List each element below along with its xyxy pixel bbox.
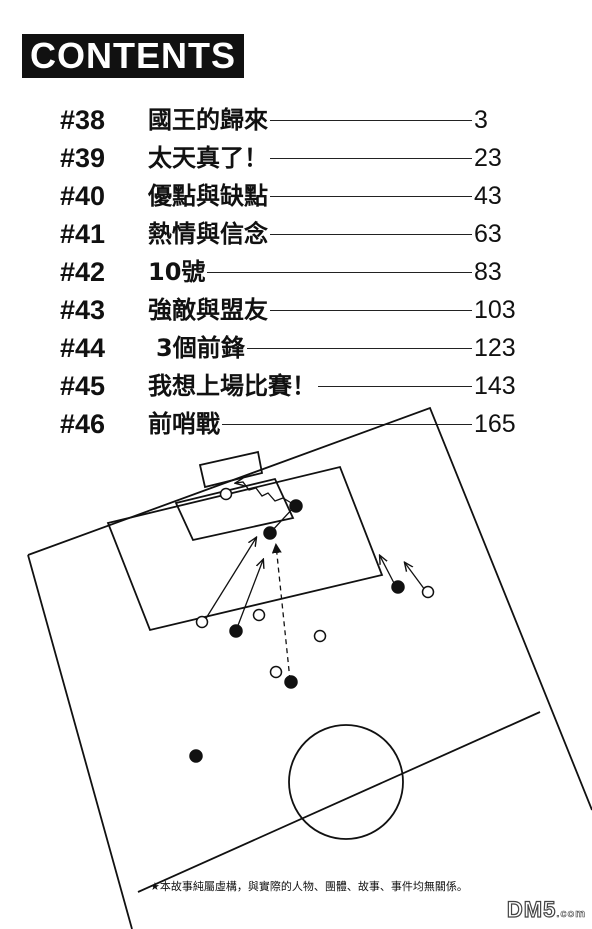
left-touchline: [27, 554, 133, 929]
chapter-title: 國王的歸來: [148, 103, 270, 137]
toc-entry[interactable]: #42 10號 83: [60, 255, 520, 289]
page-number: 165: [474, 407, 520, 441]
halfway-line: [137, 711, 541, 893]
center-circle: [288, 724, 404, 840]
chapter-title: 太天真了！: [148, 141, 270, 175]
penalty-area: [106, 465, 384, 632]
toc-entry[interactable]: #45 我想上場比賽！ 143: [60, 369, 520, 403]
toc-entry[interactable]: #39 太天真了！ 23: [60, 141, 520, 175]
page-number: 83: [474, 255, 520, 289]
defender-marker: [219, 487, 233, 501]
toc-entry[interactable]: #46 前哨戰 165: [60, 407, 520, 441]
leader-line: [180, 158, 472, 159]
page-number: 43: [474, 179, 520, 213]
toc-entry[interactable]: #40 優點與缺點 43: [60, 179, 520, 213]
toc-entry[interactable]: #43 強敵與盟友 103: [60, 293, 520, 327]
goal: [198, 450, 264, 489]
attacker-marker: [263, 526, 277, 540]
site-watermark: DM5.com: [506, 896, 586, 923]
chapter-number: #39: [60, 143, 106, 173]
attacker-marker: [391, 580, 405, 594]
chapter-title: 10號: [148, 255, 208, 289]
page-number: 103: [474, 293, 520, 327]
defender-marker: [421, 585, 435, 599]
chapter-title: 3個前鋒: [156, 331, 247, 365]
leader-line: [180, 424, 472, 425]
attacker-marker: [189, 749, 203, 763]
leader-line: [180, 196, 472, 197]
page-number: 123: [474, 331, 520, 365]
pass-arrow: [204, 538, 256, 621]
contents-header: CONTENTS: [22, 34, 244, 78]
goal-area: [174, 477, 295, 542]
chapter-number: #45: [60, 371, 106, 401]
chapter-title: 強敵與盟友: [148, 293, 270, 327]
leader-line: [180, 272, 472, 273]
attacker-marker: [284, 675, 298, 689]
chapter-title: 我想上場比賽！: [148, 369, 318, 403]
watermark-main: DM5: [506, 896, 557, 922]
page-number: 23: [474, 141, 520, 175]
chapter-number: #38: [60, 105, 106, 135]
table-of-contents: #38 國王的歸來 3 #39 太天真了！ 23 #40 優點與缺點 43 #4…: [0, 0, 592, 460]
chapter-title: 熱情與信念: [148, 217, 270, 251]
chapter-number: #44: [60, 333, 106, 363]
chapter-title: 前哨戰: [148, 407, 222, 441]
leader-line: [180, 234, 472, 235]
chapter-number: #40: [60, 181, 106, 211]
defender-marker: [313, 629, 327, 643]
leader-line: [180, 386, 472, 387]
toc-entry[interactable]: #41 熱情與信念 63: [60, 217, 520, 251]
page-number: 63: [474, 217, 520, 251]
touchline-boundary: [27, 406, 592, 811]
shot-path: [236, 482, 294, 505]
chapter-number: #43: [60, 295, 106, 325]
chapter-number: #42: [60, 257, 106, 287]
page-number: 143: [474, 369, 520, 403]
toc-entry[interactable]: #44 3個前鋒 123: [60, 331, 520, 365]
defender-marker: [195, 615, 209, 629]
run-arrow: [405, 563, 426, 591]
toc-entry[interactable]: #38 國王的歸來 3: [60, 103, 520, 137]
defender-marker: [269, 665, 283, 679]
run-arrow: [380, 556, 396, 586]
watermark-suffix: .com: [556, 908, 586, 921]
pass-arrow: [236, 560, 263, 629]
page-number: 3: [474, 103, 520, 137]
leader-line: [180, 348, 472, 349]
leader-line: [180, 120, 472, 121]
chapter-title: 優點與缺點: [148, 179, 270, 213]
attacker-marker: [229, 624, 243, 638]
disclaimer-note: ★本故事純屬虛構，與實際的人物、團體、故事、事件均無關係。: [150, 880, 468, 893]
chapter-number: #46: [60, 409, 106, 439]
defender-marker: [252, 608, 266, 622]
attacker-marker: [289, 499, 303, 513]
chapter-number: #41: [60, 219, 106, 249]
leader-line: [180, 310, 472, 311]
dashed-run-arrow: [271, 543, 291, 681]
